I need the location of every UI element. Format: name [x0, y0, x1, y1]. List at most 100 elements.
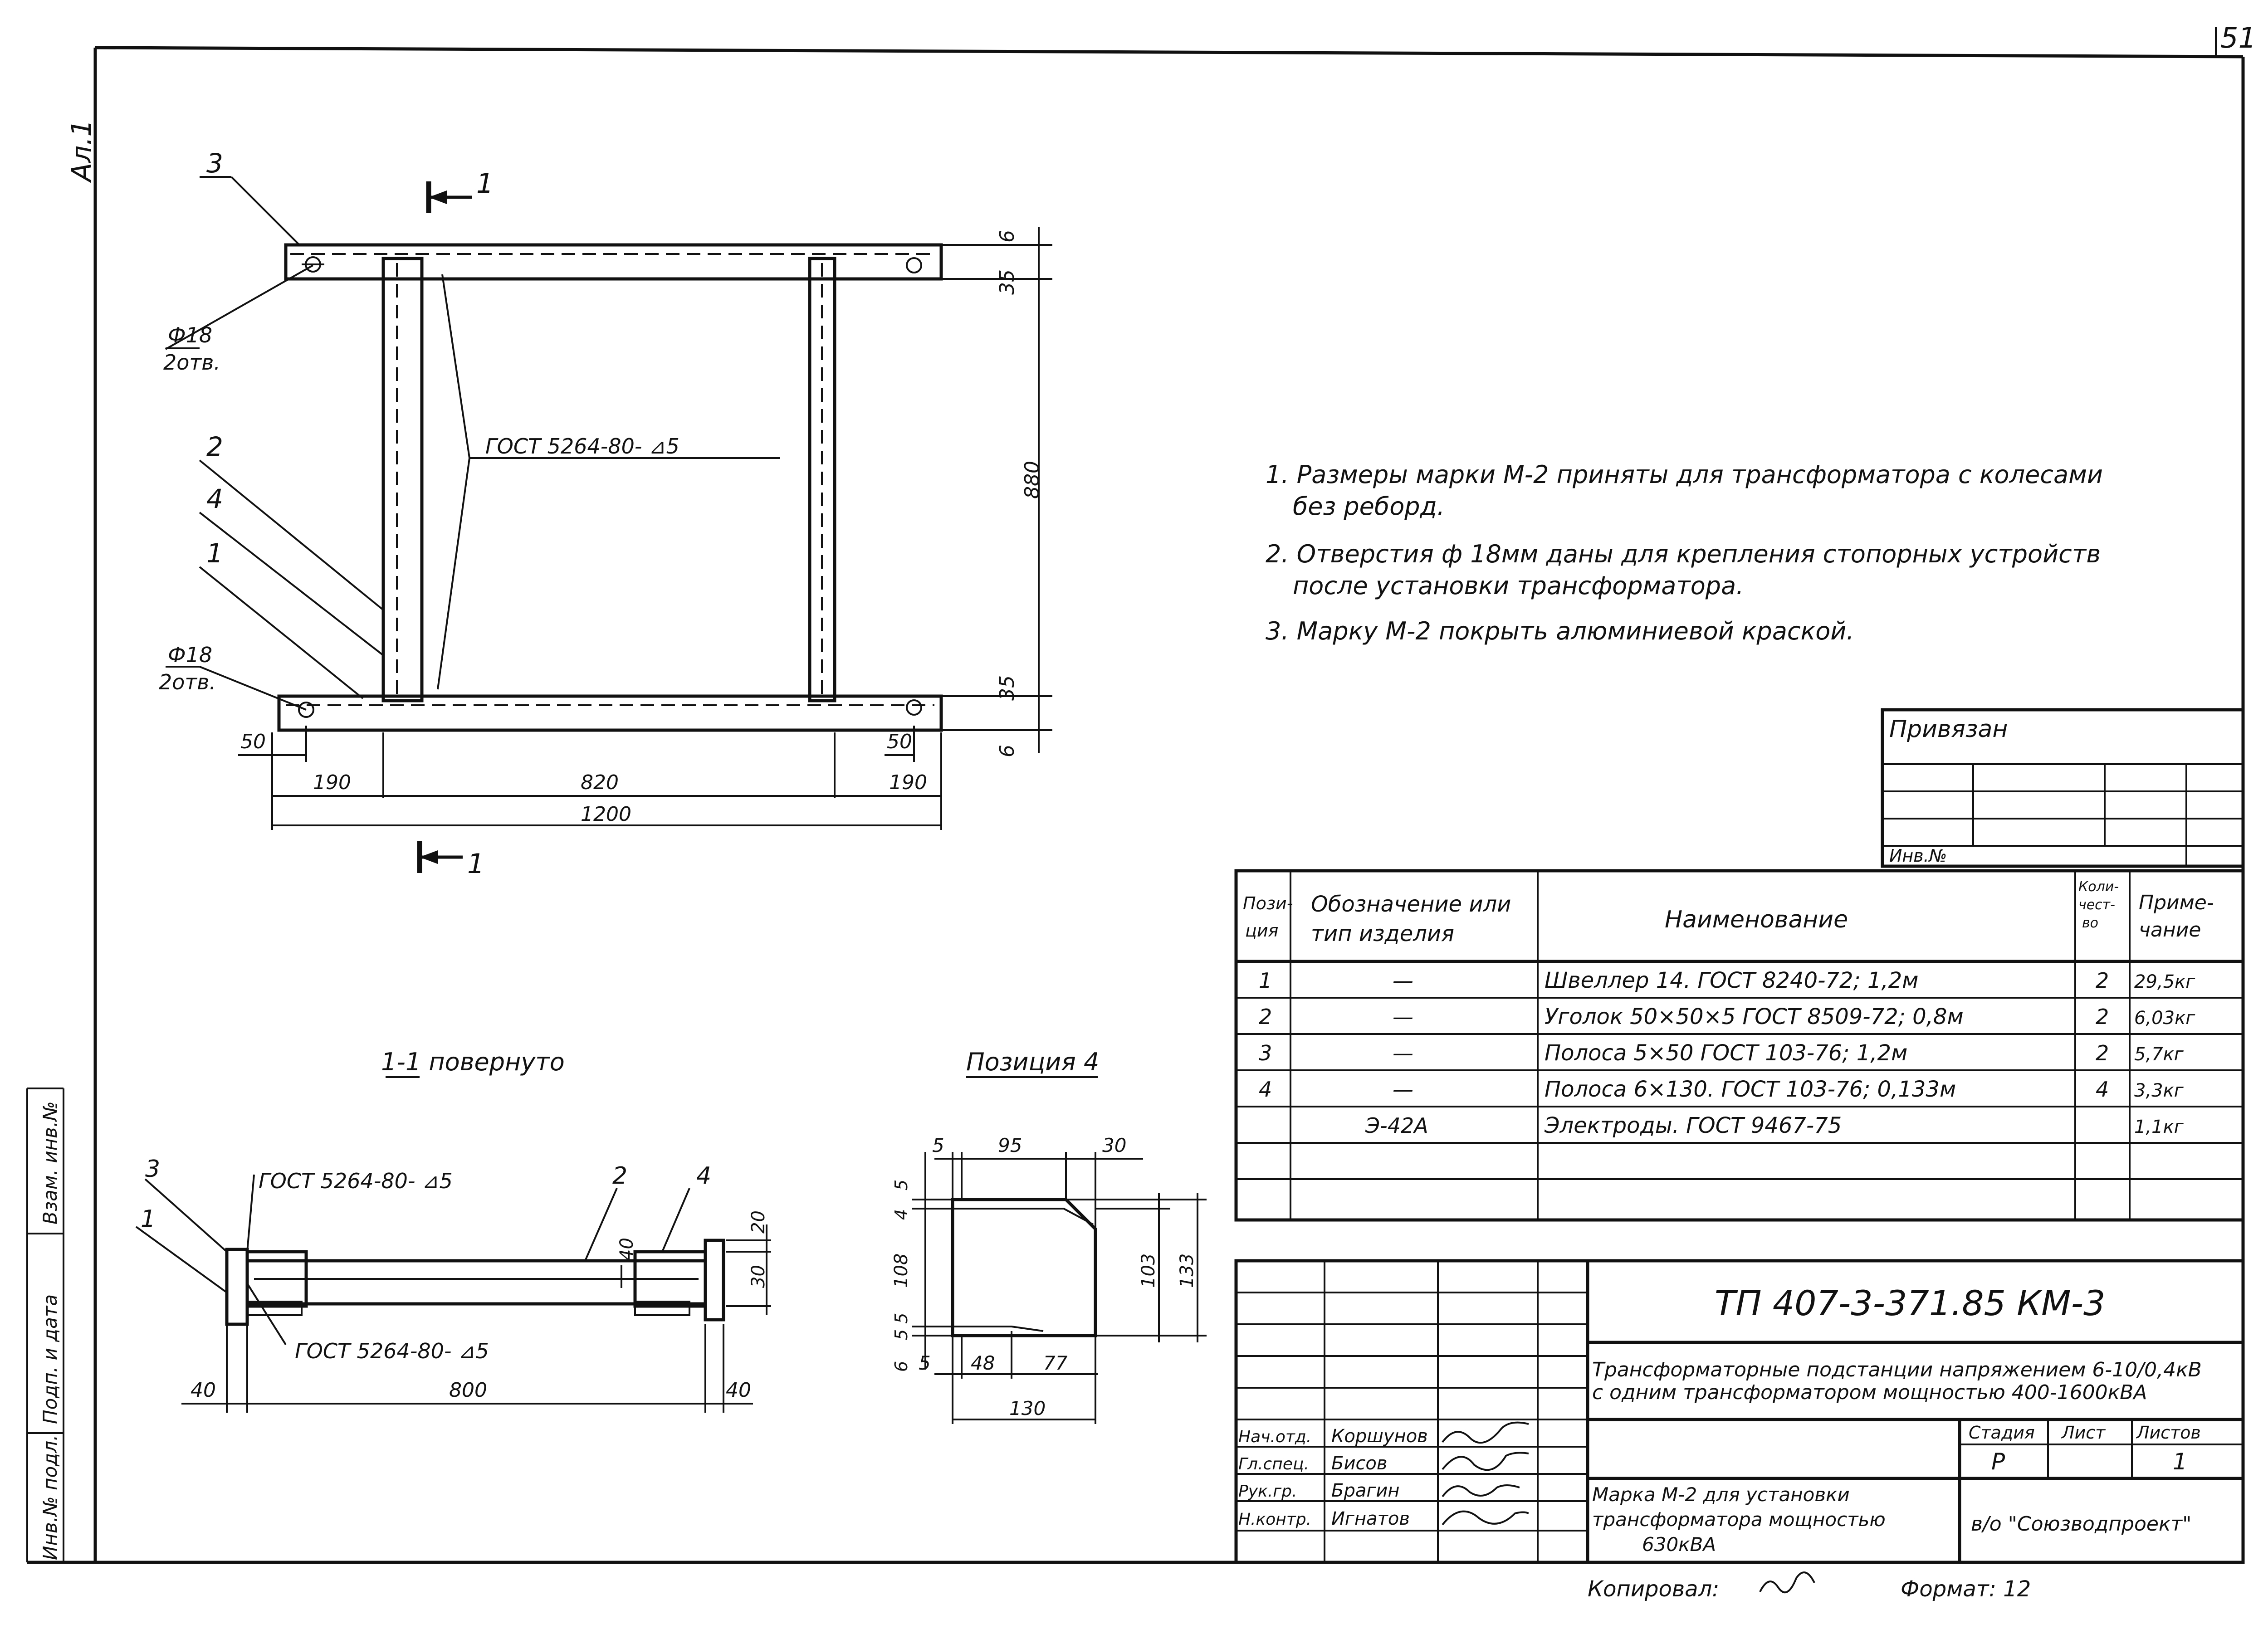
spec-header-note-2: чание [2139, 918, 2201, 941]
hole-bottom-qty: 2отв. [159, 670, 216, 694]
pos-label-3: 3 [206, 148, 223, 179]
spec-header-qty-1: Коли- [2078, 879, 2119, 895]
spec-row-qty: 4 [2096, 1077, 2109, 1102]
binding-stamp [1881, 708, 2245, 868]
dim-820: 820 [581, 771, 619, 794]
section-pos-1: 1 [141, 1205, 156, 1233]
spec-row-designation: — [1393, 1077, 1413, 1102]
stage-label: Стадия [1969, 1423, 2035, 1443]
copier-signature [1759, 1571, 1815, 1594]
person-name: Брагин [1331, 1480, 1400, 1501]
p4-dim-top-30: 30 [1102, 1134, 1126, 1156]
sheet-label: Лист [2061, 1423, 2106, 1443]
drawing-title-2: трансформатора мощностью [1592, 1508, 1886, 1531]
spec-row-3: 3 — Полоса 5×50 ГОСТ 103-76; 1,2м 2 5,7к… [1259, 1040, 2184, 1066]
person-role: Н.контр. [1238, 1510, 1311, 1529]
signature-mark [1442, 1421, 1529, 1444]
p4-dim-left-4: 4 [891, 1209, 911, 1220]
section-mark-bottom-label: 1 [467, 848, 484, 880]
section-dim-800: 800 [449, 1379, 487, 1402]
p4-dim-bot-48: 48 [971, 1352, 995, 1374]
section-weld-bottom: ГОСТ 5264-80- ⊿5 [295, 1339, 489, 1363]
spec-row-note: 6,03кг [2134, 1008, 2195, 1029]
spec-header-qty-2: чест- [2078, 897, 2115, 913]
person-role: Гл.спец. [1238, 1455, 1309, 1473]
weld-note: ГОСТ 5264-80- ⊿5 [485, 434, 679, 458]
title-person-row-1: Нач.отд. Коршунов [1238, 1421, 1529, 1447]
spec-row-designation: — [1393, 968, 1413, 993]
spec-row-note: 1,1кг [2134, 1117, 2184, 1137]
person-name: Игнатов [1331, 1508, 1410, 1529]
p4-dim-top-5: 5 [932, 1134, 944, 1156]
margin-label-vzam-inv: Взам. инв.№ [39, 1101, 61, 1224]
spec-row-qty: 2 [2096, 1041, 2109, 1065]
spec-row-name: Электроды. ГОСТ 9467-75 [1544, 1113, 1842, 1138]
corner-note: Ал.1 [66, 119, 98, 183]
p4-dim-left-5: 5 [891, 1180, 911, 1190]
stage-value: Р [1991, 1449, 2005, 1475]
title-person-row-4: Н.контр. Игнатов [1238, 1508, 1529, 1529]
pos-label-1: 1 [206, 538, 223, 569]
section-dim-40-mid: 40 [616, 1238, 637, 1261]
dim-190-left: 190 [313, 771, 351, 794]
section-pos-4: 4 [696, 1162, 711, 1190]
spec-header-designation-2: тип изделия [1311, 921, 1454, 946]
note-3: 3. Марку М-2 покрыть алюминиевой краской… [1266, 617, 1854, 645]
drawing-title-3: 630кВА [1642, 1533, 1716, 1556]
spec-header-designation-1: Обозначение или [1311, 892, 1511, 917]
signature-mark [1442, 1484, 1520, 1497]
dim-190-right: 190 [889, 771, 927, 794]
sheets-value: 1 [2173, 1449, 2187, 1475]
hole-top-qty: 2отв. [163, 350, 220, 375]
section-title: 1-1 повернуто [381, 1048, 565, 1076]
spec-header-pos-1: Пози- [1243, 893, 1293, 913]
person-name: Бисов [1331, 1453, 1387, 1474]
p4-dim-bot-130: 130 [1009, 1397, 1046, 1419]
spec-row-qty: 2 [2096, 1005, 2109, 1029]
person-role: Рук.гр. [1238, 1482, 1297, 1501]
dim-6-bottom: 6 [996, 745, 1019, 757]
title-block [1234, 1259, 2245, 1564]
margin-label-inv-podl: Инв.№ подл. [39, 1435, 61, 1560]
section-mark-top-label: 1 [476, 168, 494, 200]
section-dim-40-right: 40 [726, 1379, 751, 1402]
copied-by-label: Копировал: [1588, 1576, 1719, 1602]
spec-row-pos: 3 [1259, 1041, 1272, 1065]
project-title-2: с одним трансформатором мощностью 400-16… [1592, 1381, 2147, 1404]
spec-row-designation: Э-42А [1365, 1113, 1428, 1138]
spec-header-qty-3: во [2082, 915, 2098, 931]
note-2-cont: после установки трансформатора. [1293, 571, 1744, 600]
sheet-frame [26, 27, 2245, 1564]
dim-1200: 1200 [581, 803, 631, 826]
spec-row-5: Э-42А Электроды. ГОСТ 9467-75 1,1кг [1365, 1113, 2184, 1138]
section-dim-40-left: 40 [191, 1379, 216, 1402]
spec-header-pos-2: ция [1245, 921, 1278, 941]
organization: в/о "Союзводпроект" [1971, 1512, 2191, 1536]
section-view [135, 1076, 771, 1413]
format-label: Формат: 12 [1901, 1576, 2031, 1602]
signature-mark [1442, 1510, 1529, 1526]
dim-35-bottom: 35 [996, 675, 1019, 701]
spec-row-designation: — [1393, 1041, 1413, 1065]
spec-header-name: Наименование [1665, 906, 1848, 933]
dim-6-top: 6 [996, 230, 1019, 243]
spec-row-note: 3,3кг [2134, 1080, 2184, 1101]
p4-dim-right-103: 103 [1138, 1254, 1159, 1288]
binding-inv-label: Инв.№ [1889, 846, 1947, 866]
dim-35-top: 35 [996, 269, 1019, 295]
person-name: Коршунов [1331, 1426, 1428, 1447]
p4-dim-top-95: 95 [998, 1134, 1022, 1156]
p4-dim-left-6: 6 [891, 1361, 911, 1372]
title-person-row-2: Гл.спец. Бисов [1238, 1452, 1529, 1474]
spec-row-note: 29,5кг [2134, 971, 2195, 992]
spec-row-name: Полоса 5×50 ГОСТ 103-76; 1,2м [1545, 1040, 1907, 1066]
note-1-cont: без реборд. [1293, 492, 1445, 521]
spec-row-note: 5,7кг [2134, 1044, 2184, 1065]
sheets-label: Листов [2136, 1423, 2201, 1443]
project-title-1: Трансформаторные подстанции напряжением … [1592, 1358, 2202, 1381]
person-role: Нач.отд. [1238, 1428, 1311, 1446]
spec-row-name: Швеллер 14. ГОСТ 8240-72; 1,2м [1545, 968, 1919, 993]
spec-row-name: Полоса 6×130. ГОСТ 103-76; 0,133м [1545, 1077, 1956, 1102]
spec-row-pos: 1 [1259, 968, 1272, 993]
